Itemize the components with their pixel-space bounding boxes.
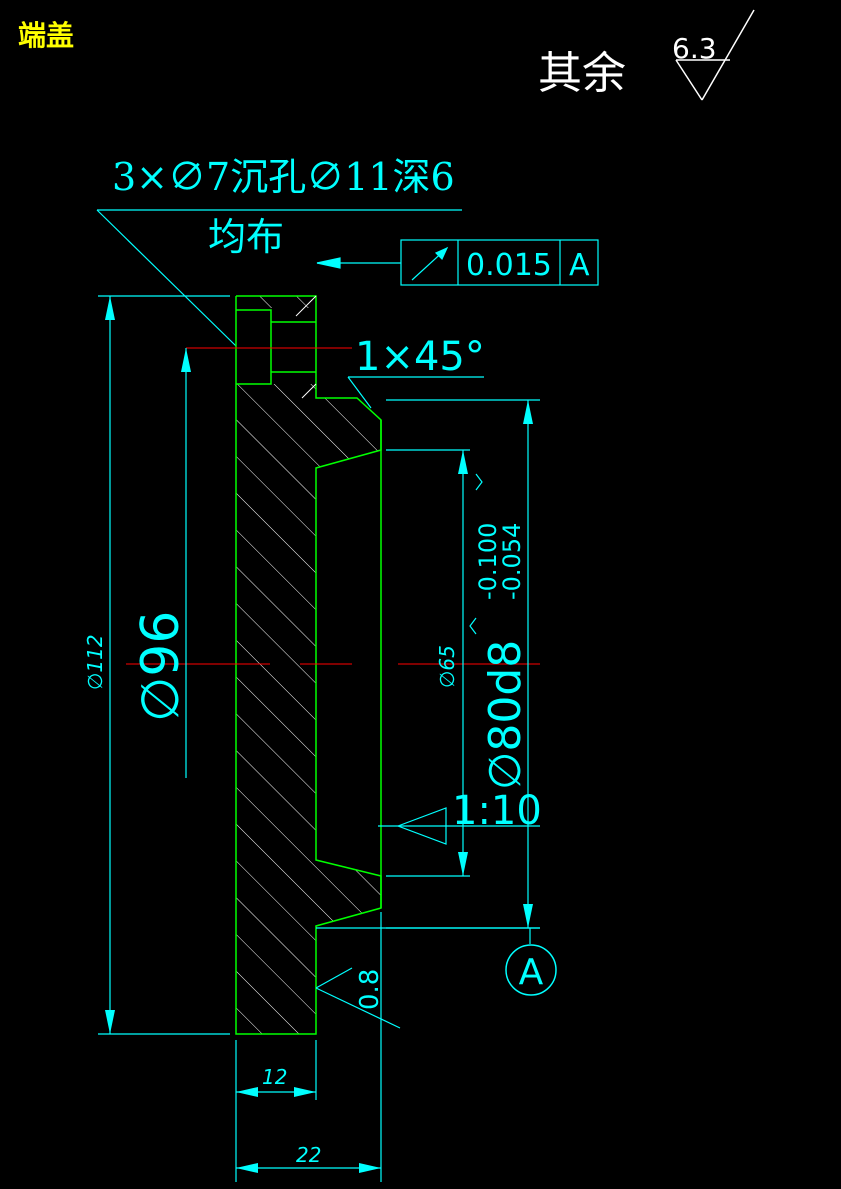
dim-d80: ∅80d8 — [480, 640, 531, 790]
tolerance-value: 0.015 — [466, 248, 552, 283]
tolerance-brackets — [469, 473, 483, 635]
surface-finish-label: 其余 — [538, 48, 626, 99]
dim-d80-tol-upper: -0.100 — [474, 523, 502, 600]
hole-note-line2: 均布 — [208, 215, 284, 259]
taper-label: 1:10 — [452, 788, 542, 834]
datum-letter: A — [519, 952, 544, 993]
dimension-arrows — [105, 296, 533, 1173]
tolerance-datum: A — [569, 248, 590, 283]
dim-w22: 22 — [296, 1143, 321, 1167]
taper-symbol — [396, 807, 447, 845]
dim-w12: 12 — [262, 1065, 287, 1089]
hole-note-leader — [96, 209, 462, 347]
dimension-lines — [98, 295, 540, 1182]
chamfer-label: 1×45° — [355, 334, 485, 380]
dim-d80-tol-lower: -0.054 — [498, 523, 526, 600]
surface-finish-value: 6.3 — [672, 32, 717, 65]
drawing-title: 端盖 — [18, 19, 74, 52]
dim-d96: ∅96 — [131, 611, 191, 722]
datum-symbol — [505, 944, 557, 996]
part-section — [235, 295, 382, 1035]
geometric-tolerance-frame — [316, 239, 599, 286]
chamfer-leader — [347, 376, 484, 409]
surface-finish-symbol — [675, 9, 755, 101]
dim-d65: ∅65 — [435, 645, 459, 688]
hole-note-line1: 3×∅7沉孔∅11深6 — [112, 155, 455, 199]
dim-d112: ∅112 — [83, 634, 107, 690]
center-lines — [126, 347, 540, 665]
roughness-value: 0.8 — [355, 969, 385, 1010]
